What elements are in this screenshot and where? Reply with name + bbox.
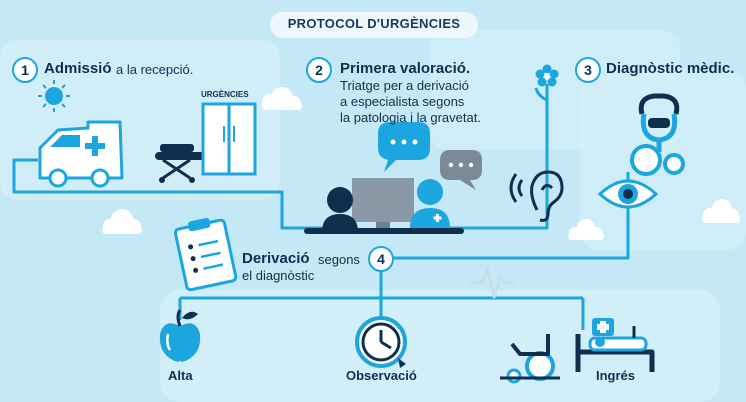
- step-3-title: Diagnòstic mèdic.: [606, 60, 735, 77]
- ear-icon: [509, 170, 564, 222]
- step-4-number: 4: [368, 246, 394, 272]
- step-4-text: segons: [318, 252, 360, 267]
- step-2-line-1: Triatge per a derivació: [340, 78, 469, 93]
- outcome-alta: Alta: [168, 368, 193, 383]
- speech-bubble-icon: [378, 122, 482, 190]
- door-icon: [201, 102, 257, 176]
- step-2-line-2: a especialista segons: [340, 94, 465, 109]
- step-1-number: 1: [12, 57, 38, 83]
- eye-icon: [597, 179, 659, 209]
- cloud: [102, 209, 142, 234]
- outcome-ingres: Ingrés: [596, 368, 636, 383]
- title-pill: [270, 12, 478, 38]
- hospital-bed-icon: [575, 318, 655, 372]
- outcome-observacio: Observació: [346, 368, 417, 383]
- cloud-decorations: [102, 87, 740, 240]
- flow-line-4-outcomes: [178, 272, 585, 330]
- doctor-patient-icon: [304, 178, 464, 234]
- step-3-number: 3: [575, 57, 601, 83]
- step-1-text: a la recepció.: [116, 62, 194, 77]
- step-4-line-2: el diagnòstic: [242, 268, 315, 283]
- apple-icon: [159, 309, 201, 362]
- stretcher-icon: [155, 144, 205, 183]
- step-2-title: Primera valoració.: [340, 60, 471, 77]
- wheelchair-icon: [500, 334, 560, 384]
- clipboard-icon: [173, 217, 238, 292]
- cloud: [702, 199, 740, 223]
- cloud: [262, 87, 302, 110]
- step-2-line-3: la patologia i la gravetat.: [340, 110, 481, 125]
- cloud: [568, 219, 604, 240]
- stethoscope-icon: [630, 93, 685, 176]
- flow-line-2-3: [420, 110, 549, 230]
- sun-icon: [38, 80, 70, 112]
- clock-icon: [355, 316, 407, 368]
- flower-icon: [534, 64, 559, 110]
- step-4-title: Derivació: [242, 250, 310, 267]
- diagram-title: PROTOCOL D'URGÈNCIES: [287, 16, 461, 31]
- step-1-title: Admissió: [44, 60, 112, 77]
- flow-line-1-2: [12, 158, 330, 230]
- ambulance-icon: [38, 120, 124, 188]
- heartbeat-icon: [470, 263, 516, 299]
- door-sign: URGÈNCIES: [201, 90, 249, 99]
- step-2-number: 2: [306, 57, 332, 83]
